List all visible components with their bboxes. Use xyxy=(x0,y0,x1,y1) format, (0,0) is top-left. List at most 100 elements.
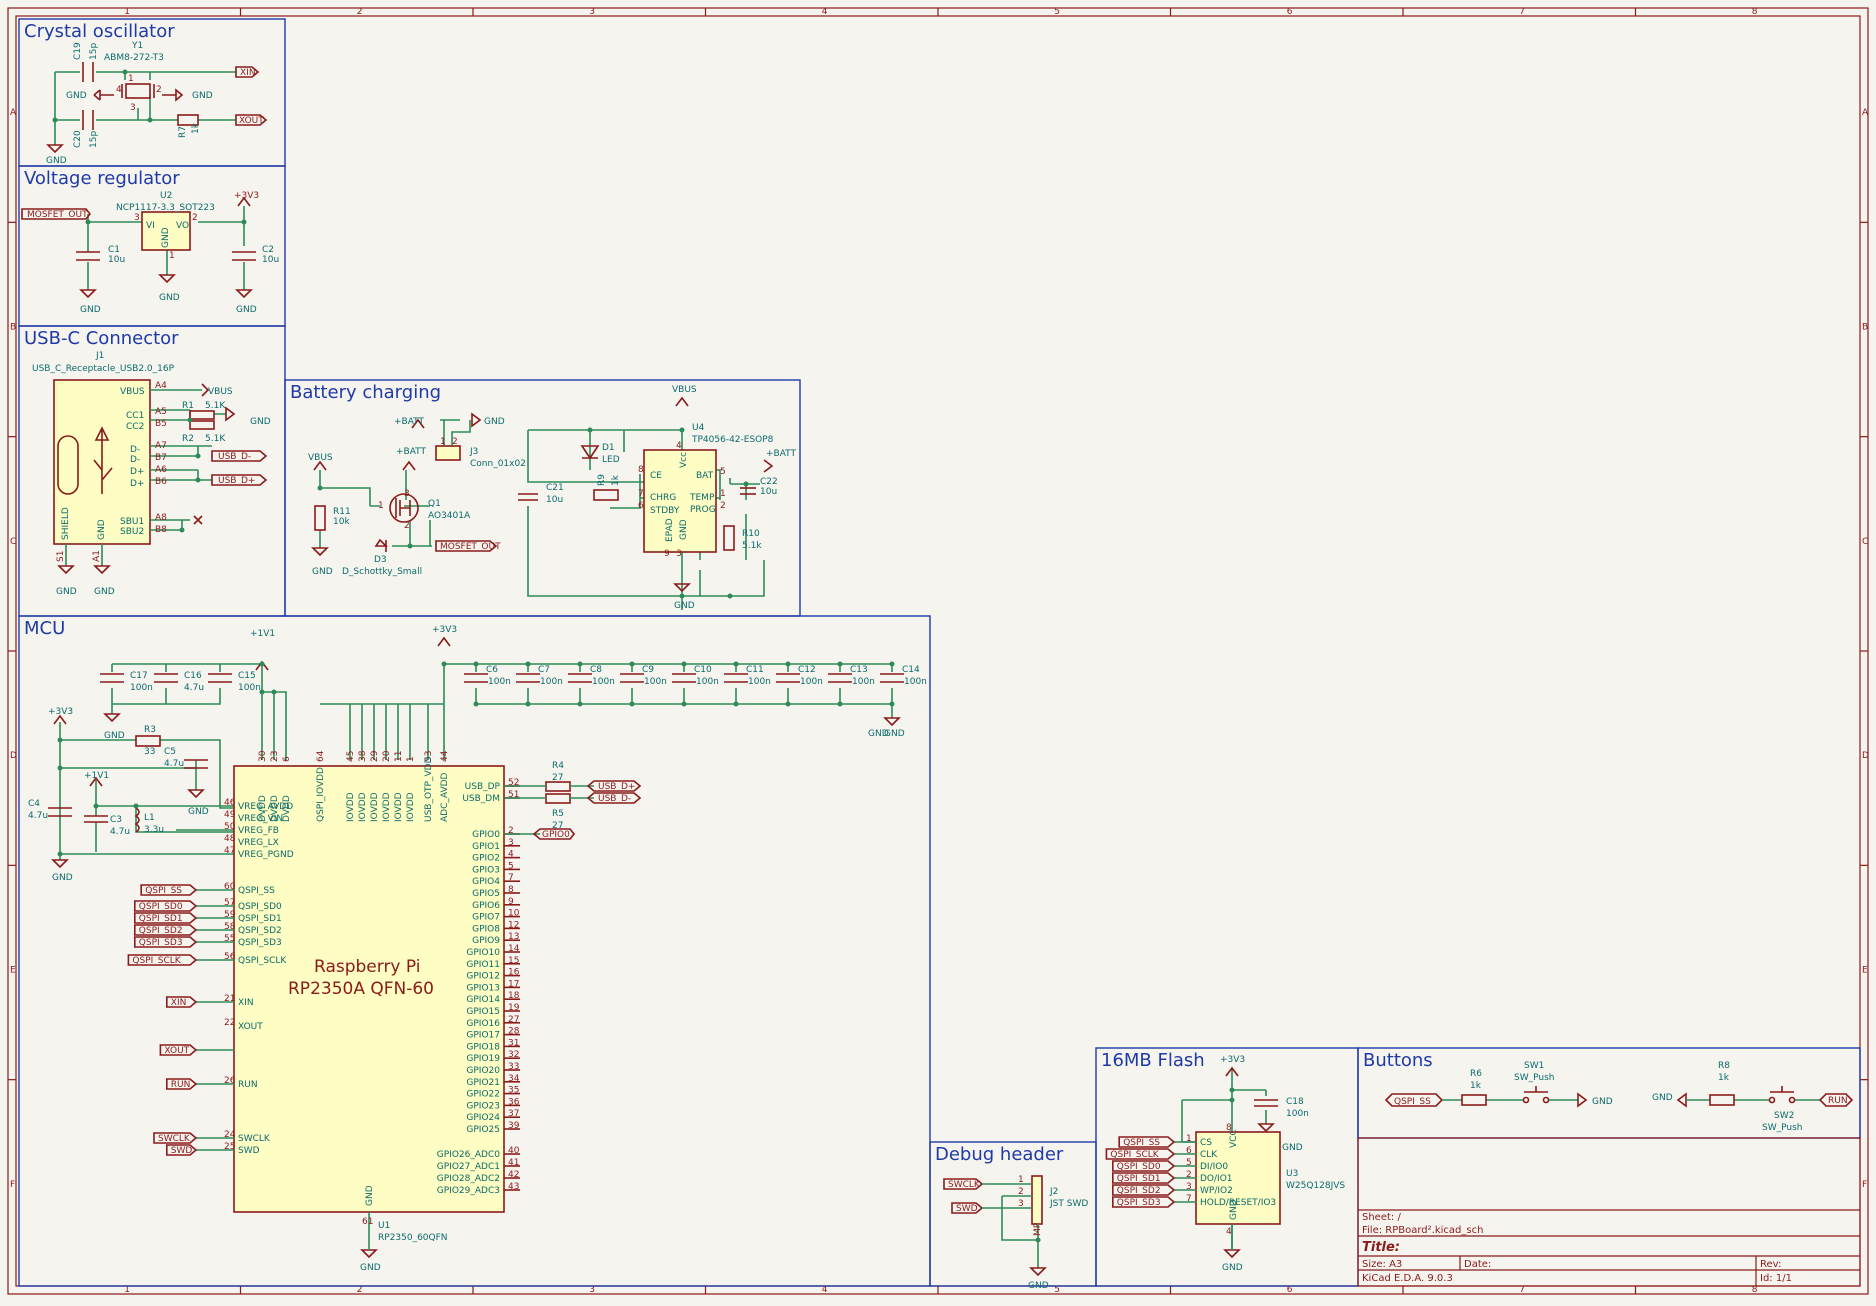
pin-number: 58 xyxy=(224,922,236,932)
charger-u4[interactable] xyxy=(643,449,717,553)
pin-number: 57 xyxy=(224,898,235,908)
pin-number: 25 xyxy=(224,1142,235,1152)
svg-text:CE: CE xyxy=(650,471,662,481)
svg-text:GND: GND xyxy=(674,601,695,611)
capacitor-value: 100n xyxy=(852,677,875,687)
svg-text:L1: L1 xyxy=(144,813,155,823)
flash-u3[interactable] xyxy=(1195,1131,1281,1225)
resistor-r11[interactable] xyxy=(314,505,326,531)
button-sw1[interactable] xyxy=(1522,1096,1530,1104)
resistor-r9[interactable] xyxy=(593,489,619,501)
pin-number: 50 xyxy=(224,822,236,832)
svg-text:GND: GND xyxy=(1282,1143,1303,1153)
pin-number: 4 xyxy=(508,850,514,860)
svg-text:3: 3 xyxy=(130,103,136,113)
pin-name: XIN xyxy=(238,998,254,1008)
svg-text:QSPI_SS: QSPI_SS xyxy=(1394,1097,1431,1107)
crystal-y1[interactable] xyxy=(125,83,151,99)
svg-text:Title:: Title: xyxy=(1362,1240,1400,1255)
pin-name: WP/IO2 xyxy=(1200,1186,1233,1196)
pin-number: 56 xyxy=(224,952,236,962)
frame-col-ref: 1 xyxy=(124,7,130,17)
svg-text:2: 2 xyxy=(1018,1187,1024,1197)
pin-name: HOLD/RESET/IO3 xyxy=(1200,1198,1276,1208)
capacitor-value: 100n xyxy=(800,677,823,687)
net-label xyxy=(1105,1148,1176,1160)
connector-j2[interactable] xyxy=(1031,1175,1043,1225)
frame-col-ref: 1 xyxy=(124,1285,130,1295)
net-label-text: QSPI_SD1 xyxy=(139,914,183,924)
frame-row-ref: C xyxy=(10,537,16,547)
svg-text:D3: D3 xyxy=(374,555,387,565)
mosfet-q1[interactable] xyxy=(389,493,419,523)
svg-text:C18: C18 xyxy=(1286,1097,1304,1107)
svg-text:2: 2 xyxy=(720,501,726,511)
pin-number: 64 xyxy=(316,750,326,762)
pin-name: VREG_FB xyxy=(238,826,279,836)
svg-text:SHIELD: SHIELD xyxy=(61,507,71,540)
svg-text:USB_D+: USB_D+ xyxy=(218,476,255,486)
resistor-r1[interactable] xyxy=(189,410,215,420)
svg-text:GND: GND xyxy=(1222,1263,1243,1273)
net-label-text: QSPI_SD2 xyxy=(1117,1186,1161,1196)
svg-text:+3V3: +3V3 xyxy=(1220,1055,1245,1065)
pin-number: 3 xyxy=(1186,1182,1192,1192)
pin-name: GPIO5 xyxy=(472,889,500,899)
pin-number: 16 xyxy=(508,968,520,978)
capacitor-value: 100n xyxy=(488,677,511,687)
svg-text:U4: U4 xyxy=(692,423,705,433)
pin-number: 2 xyxy=(1186,1170,1192,1180)
sheet-battery-title: Battery charging xyxy=(290,382,441,403)
pin-number: 12 xyxy=(508,920,519,930)
resistor-r10[interactable] xyxy=(723,525,735,551)
svg-text:2: 2 xyxy=(404,521,410,531)
pin-number: 59 xyxy=(224,910,236,920)
frame-row-ref: E xyxy=(10,966,16,976)
resistor-r7[interactable] xyxy=(177,114,199,126)
capacitor-value: 100n xyxy=(540,677,563,687)
svg-text:4.7u: 4.7u xyxy=(164,759,184,769)
svg-text:CHRG: CHRG xyxy=(650,493,676,503)
pin-number: 39 xyxy=(508,1121,520,1131)
capacitor-value: 100n xyxy=(904,677,927,687)
svg-text:4: 4 xyxy=(676,441,682,451)
svg-text:U3: U3 xyxy=(1286,1169,1298,1179)
net-label-text: SWCLK xyxy=(158,1134,191,1144)
svg-text:VBUS: VBUS xyxy=(308,453,333,463)
svg-text:Id: 1/1: Id: 1/1 xyxy=(1760,1273,1792,1284)
svg-text:USB_C_Receptacle_USB2.0_16P: USB_C_Receptacle_USB2.0_16P xyxy=(32,364,175,374)
mcu-rp2350[interactable] xyxy=(233,765,505,1213)
button-sw2[interactable] xyxy=(1768,1096,1776,1104)
svg-text:1: 1 xyxy=(169,251,175,261)
pin-name: IOVDD xyxy=(358,792,368,822)
svg-text:VBUS: VBUS xyxy=(672,385,697,395)
pin-name: CLK xyxy=(1200,1150,1218,1160)
frame-row-ref: B xyxy=(10,323,16,333)
pin-number: 48 xyxy=(224,834,236,844)
svg-text:USB_D-: USB_D- xyxy=(218,452,251,462)
resistor-r6[interactable] xyxy=(1461,1094,1487,1106)
pin-name: GPIO27_ADC1 xyxy=(437,1162,500,1172)
svg-text:GND: GND xyxy=(56,587,77,597)
capacitor-ref: C7 xyxy=(538,665,550,675)
connector-j3[interactable] xyxy=(435,445,461,461)
resistor-r3[interactable] xyxy=(135,735,161,747)
regulator-u2[interactable] xyxy=(141,211,191,251)
net-label-text: QSPI_SCLK xyxy=(132,956,181,966)
pin-number: 18 xyxy=(508,991,520,1001)
pin-number: 37 xyxy=(508,1109,519,1119)
svg-text:SWD: SWD xyxy=(956,1204,978,1214)
pin-name: GPIO7 xyxy=(472,913,500,923)
svg-text:MOSFET_OUT: MOSFET_OUT xyxy=(27,210,88,220)
pin-number: 33 xyxy=(508,1062,519,1072)
svg-text:+BATT: +BATT xyxy=(766,449,797,459)
resistor-r8[interactable] xyxy=(1709,1094,1735,1106)
svg-text:C5: C5 xyxy=(164,747,176,757)
resistor-r2[interactable] xyxy=(189,420,215,430)
svg-text:BAT: BAT xyxy=(696,471,714,481)
pin-name: GPIO13 xyxy=(466,983,500,993)
